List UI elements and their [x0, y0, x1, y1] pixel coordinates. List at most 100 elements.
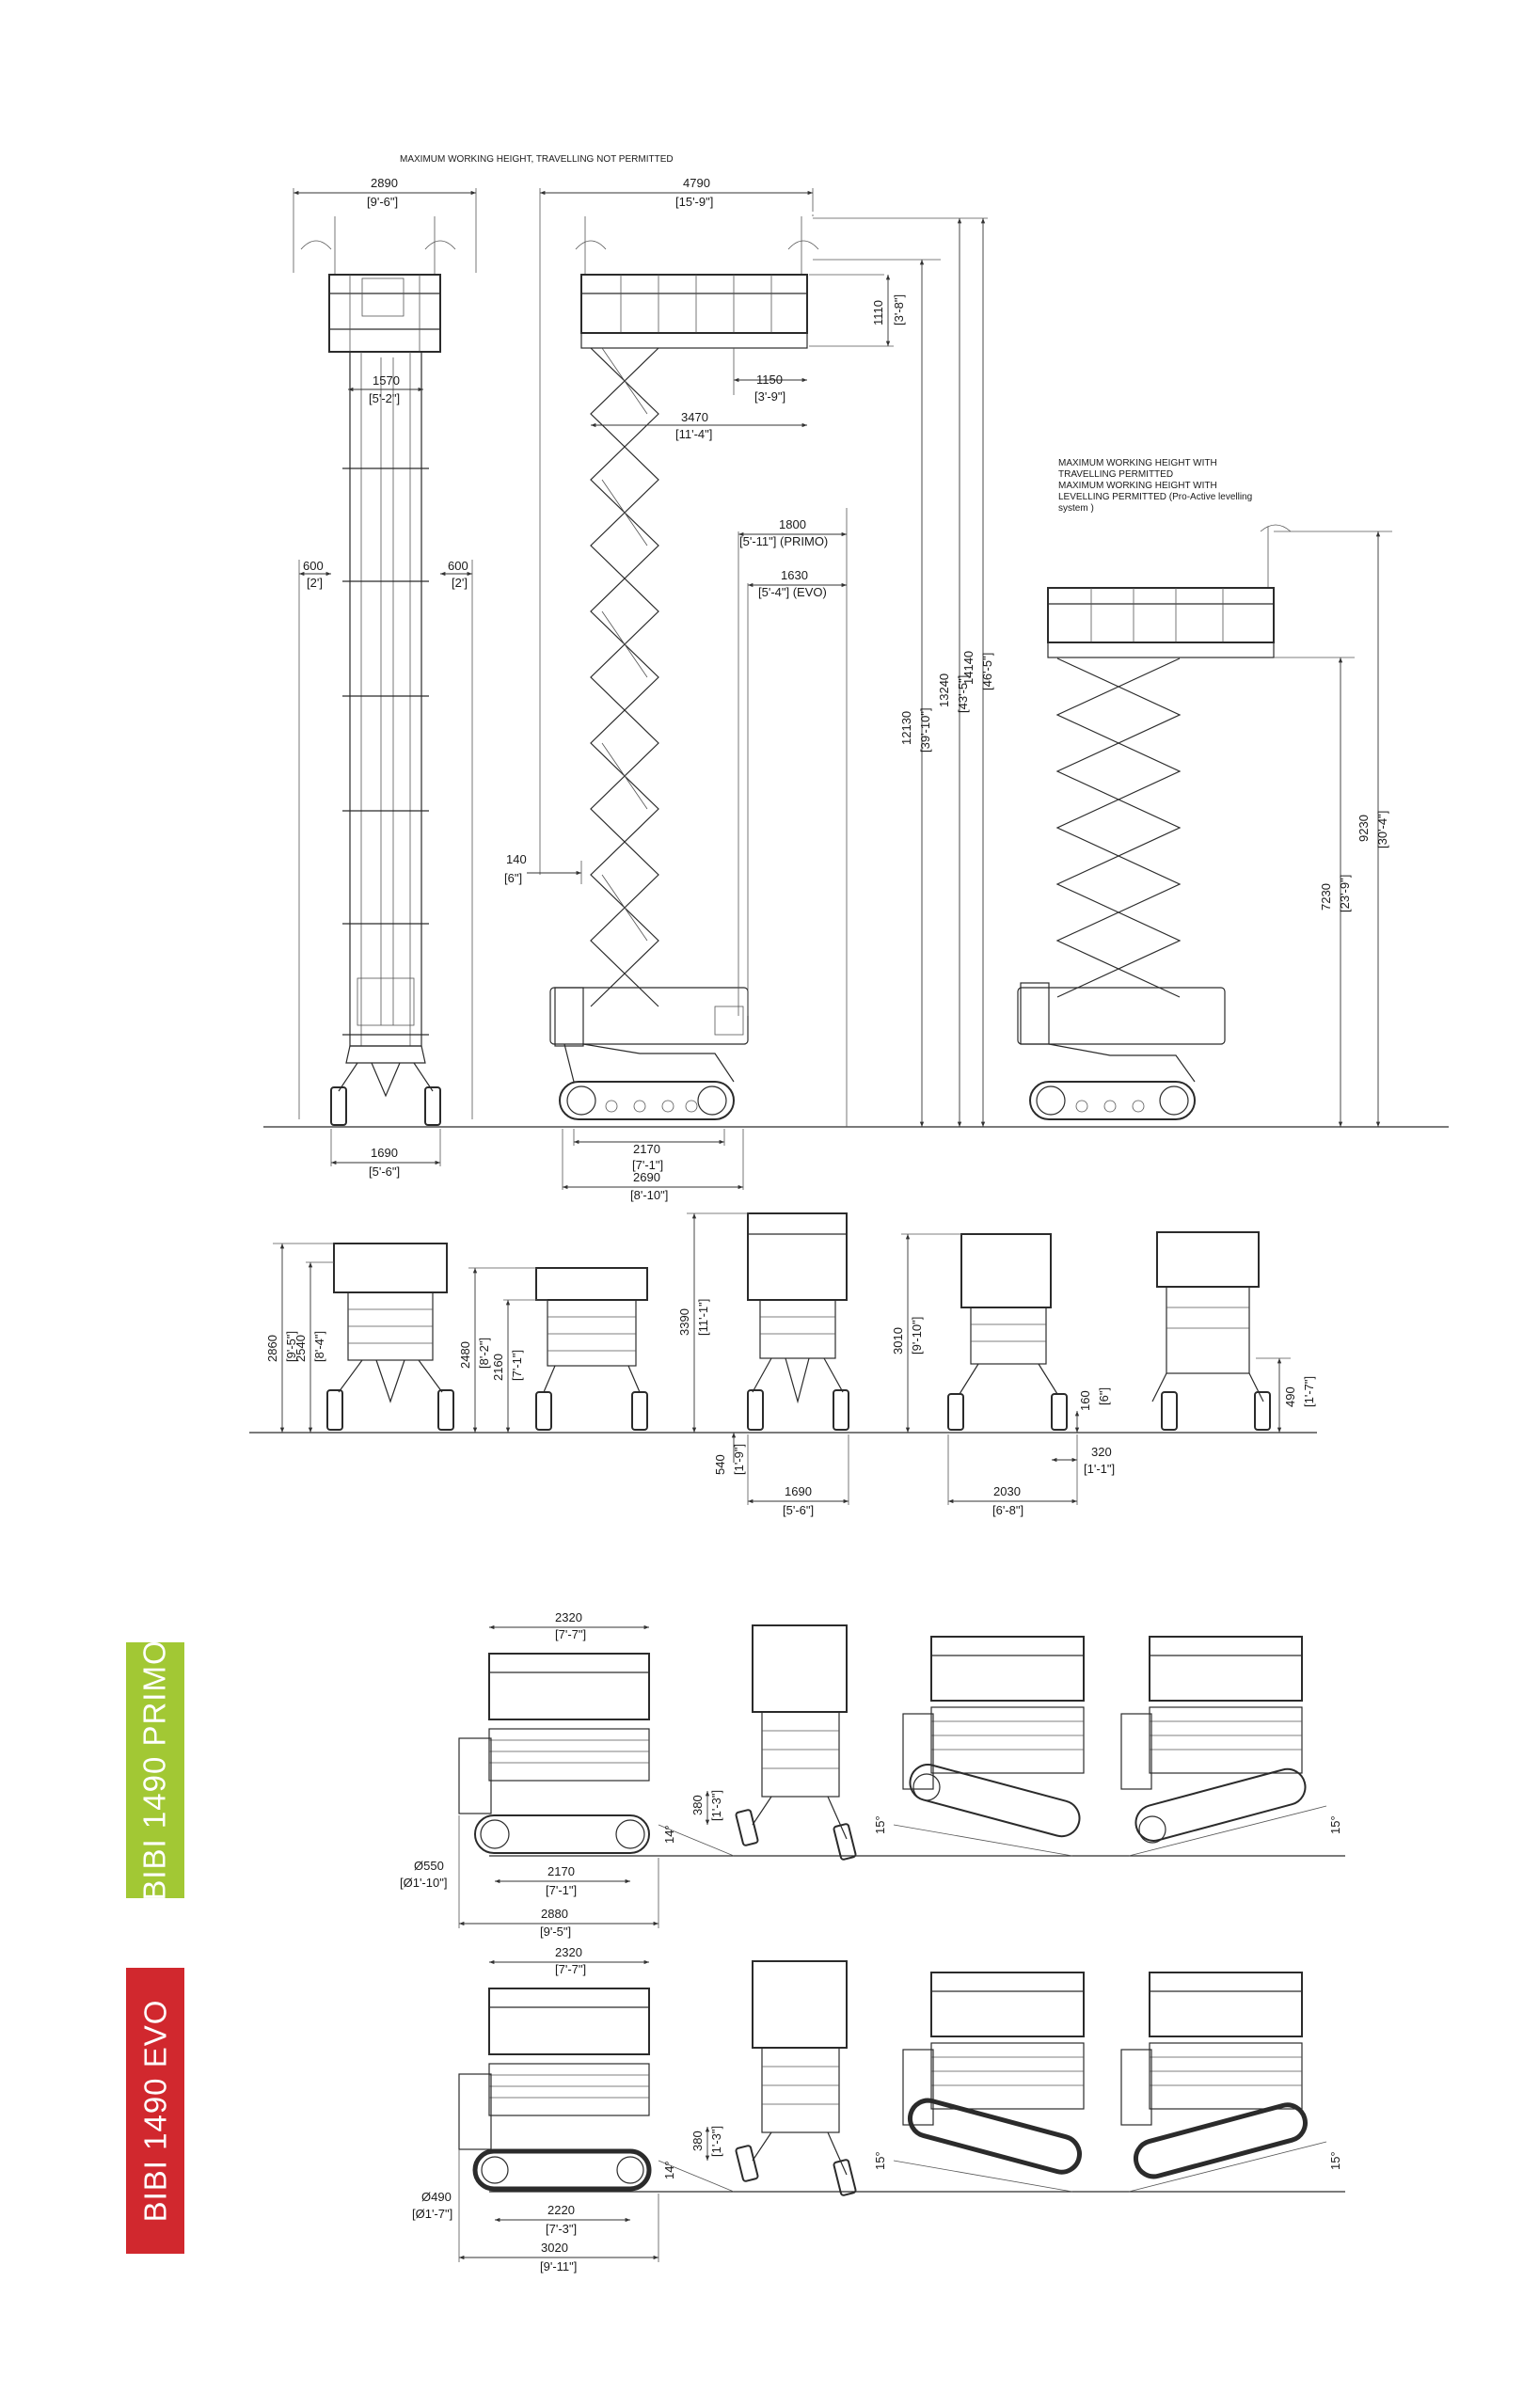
- primo-14-value: 14°: [662, 1825, 676, 1844]
- primo-d550-imperial: [Ø1'-10"]: [400, 1876, 447, 1890]
- evo-15a-value: 15°: [873, 2151, 887, 2170]
- right-note-line-2: TRAVELLING PERMITTED: [1058, 469, 1173, 480]
- row2-540-imperial: [1'-9"]: [732, 1444, 746, 1475]
- row2-2030-imperial: [6'-8"]: [992, 1503, 1023, 1517]
- primo-15a-value: 15°: [873, 1815, 887, 1834]
- row2-3390-value: 3390: [677, 1308, 691, 1336]
- front-right-600-imperial: [2']: [452, 576, 468, 590]
- right-note-line-5: system ): [1058, 503, 1094, 514]
- evo-2320-value: 2320: [555, 1945, 582, 1959]
- side-3470-value: 3470: [681, 410, 708, 424]
- side-1150-imperial: [3'-9"]: [754, 389, 785, 404]
- row2-3390-imperial: [11'-1"]: [696, 1299, 710, 1336]
- evo-3020-imperial: [9'-11"]: [540, 2259, 577, 2273]
- evo-d490-value: Ø490: [421, 2190, 452, 2204]
- side-13240-imperial: [43'-5"]: [956, 675, 970, 713]
- evo-380-imperial: [1'-3"]: [709, 2126, 723, 2157]
- row2-3010-imperial: [9'-10"]: [910, 1317, 924, 1354]
- side-top-value: 4790: [683, 176, 710, 190]
- side-140-value: 140: [506, 852, 527, 866]
- side-140-imperial: [6"]: [504, 871, 522, 885]
- evo-2220-imperial: [7'-3"]: [546, 2222, 577, 2236]
- primo-2320-imperial: [7'-7"]: [555, 1627, 586, 1641]
- row2-2540-imperial: [8'-4"]: [312, 1331, 326, 1362]
- primo-2170-value: 2170: [547, 1864, 575, 1878]
- side-14140-value: 14140: [961, 651, 976, 685]
- side-2690-imperial: [8'-10"]: [630, 1188, 668, 1202]
- primo-380-imperial: [1'-3"]: [709, 1790, 723, 1821]
- row2-2160-value: 2160: [491, 1354, 505, 1381]
- evo-model-tag: BIBI 1490 EVO: [126, 1968, 184, 2254]
- row2-2160-imperial: [7'-1"]: [510, 1350, 524, 1381]
- side-12130-imperial: [39'-10"]: [918, 707, 932, 752]
- row2-2480-imperial: [8'-2"]: [477, 1338, 491, 1369]
- side-2170-value: 2170: [633, 1142, 660, 1156]
- side-2690-value: 2690: [633, 1170, 660, 1184]
- primo-2880-imperial: [9'-5"]: [540, 1925, 571, 1939]
- evo-380-value: 380: [690, 2131, 705, 2151]
- row2-2030-value: 2030: [993, 1484, 1021, 1498]
- front-right-600-value: 600: [448, 559, 468, 573]
- side-13240-value: 13240: [937, 673, 951, 707]
- right-note-line-3: MAXIMUM WORKING HEIGHT WITH: [1058, 481, 1217, 491]
- primo-row: 2320 [7'-7"] Ø550 [Ø1'-10"] 2170 [7'-1"]…: [400, 1610, 1345, 1939]
- front-inner-imperial: [5'-2"]: [369, 391, 400, 405]
- row2-160-value: 160: [1078, 1390, 1092, 1411]
- front-base-value: 1690: [371, 1146, 398, 1160]
- top-note: MAXIMUM WORKING HEIGHT, TRAVELLING NOT P…: [400, 154, 674, 165]
- side-top-imperial: [15'-9"]: [675, 195, 713, 209]
- row2-2540-value: 2540: [293, 1335, 308, 1362]
- side-view-levelling: MAXIMUM WORKING HEIGHT WITH TRAVELLING P…: [1017, 458, 1392, 1127]
- front-base-imperial: [5'-6"]: [369, 1164, 400, 1179]
- evo-2320-imperial: [7'-7"]: [555, 1962, 586, 1976]
- front-width-value: 2890: [371, 176, 398, 190]
- right-note-line-4: LEVELLING PERMITTED (Pro-Active levellin…: [1058, 492, 1252, 502]
- row2-320-value: 320: [1091, 1445, 1112, 1459]
- row2-320-imperial: [1'-1"]: [1084, 1462, 1115, 1476]
- row2-2860-imperial: [9'-5"]: [284, 1331, 298, 1362]
- side-view-extended: 4790 [15'-9"] 1110 [3'-8"] 1150 [3'-9"] …: [504, 176, 994, 1202]
- side-1800-value: 1800: [779, 517, 806, 531]
- evo-3020-value: 3020: [541, 2241, 568, 2255]
- side-12130-value: 12130: [899, 711, 913, 745]
- side-1110-imperial: [3'-8"]: [892, 294, 906, 325]
- front-inner-value: 1570: [373, 373, 400, 388]
- primo-2170-imperial: [7'-1"]: [546, 1883, 577, 1897]
- side-1800-imperial: [5'-11"] (PRIMO): [739, 534, 828, 548]
- primo-2880-value: 2880: [541, 1907, 568, 1921]
- front-width-imperial: [9'-6"]: [367, 195, 398, 209]
- side-2170-imperial: [7'-1"]: [632, 1158, 663, 1172]
- primo-model-tag-label: BIBI 1490 PRIMO: [137, 1640, 172, 1901]
- side-1630-imperial: [5'-4"] (EVO): [758, 585, 827, 599]
- row2-540-value: 540: [713, 1454, 727, 1475]
- side-1630-value: 1630: [781, 568, 808, 582]
- primo-model-tag: BIBI 1490 PRIMO: [126, 1640, 184, 1901]
- front-view-extended: 2890 [9'-6"] 1570 [5'-2"] 600 [2'] 600 […: [263, 176, 1449, 1179]
- primo-380-value: 380: [690, 1795, 705, 1815]
- row2-3010-value: 3010: [891, 1327, 905, 1354]
- row2-160-imperial: [6"]: [1097, 1387, 1111, 1405]
- right-7230-imperial: [23'-9"]: [1338, 875, 1352, 912]
- evo-2220-value: 2220: [547, 2203, 575, 2217]
- row2-1690-value: 1690: [785, 1484, 812, 1498]
- row2-490-imperial: [1'-7"]: [1302, 1376, 1316, 1407]
- row2-2860-value: 2860: [265, 1335, 279, 1362]
- row2-490-value: 490: [1283, 1386, 1297, 1407]
- side-1150-value: 1150: [756, 372, 783, 387]
- row2-1690-imperial: [5'-6"]: [783, 1503, 814, 1517]
- evo-row: 2320 [7'-7"] Ø490 [Ø1'-7"] 2220 [7'-3"] …: [412, 1945, 1345, 2273]
- side-3470-imperial: [11'-4"]: [675, 427, 712, 441]
- right-7230-value: 7230: [1319, 883, 1333, 911]
- side-1110-value: 1110: [871, 300, 885, 325]
- primo-d550-value: Ø550: [414, 1859, 444, 1873]
- front-left-600-imperial: [2']: [307, 576, 323, 590]
- right-9230-imperial: [30'-4"]: [1375, 811, 1389, 848]
- evo-d490-imperial: [Ø1'-7"]: [412, 2207, 452, 2221]
- side-14140-imperial: [46'-5"]: [980, 653, 994, 690]
- row2-2480-value: 2480: [458, 1341, 472, 1369]
- evo-model-tag-label: BIBI 1490 EVO: [137, 1999, 172, 2223]
- right-note-line-1: MAXIMUM WORKING HEIGHT WITH: [1058, 458, 1217, 468]
- right-9230-value: 9230: [1356, 815, 1371, 842]
- stowed-views-row: 2860 [9'-5"] 2540 [8'-4"] 2480 [8'-2"] 2…: [249, 1212, 1317, 1517]
